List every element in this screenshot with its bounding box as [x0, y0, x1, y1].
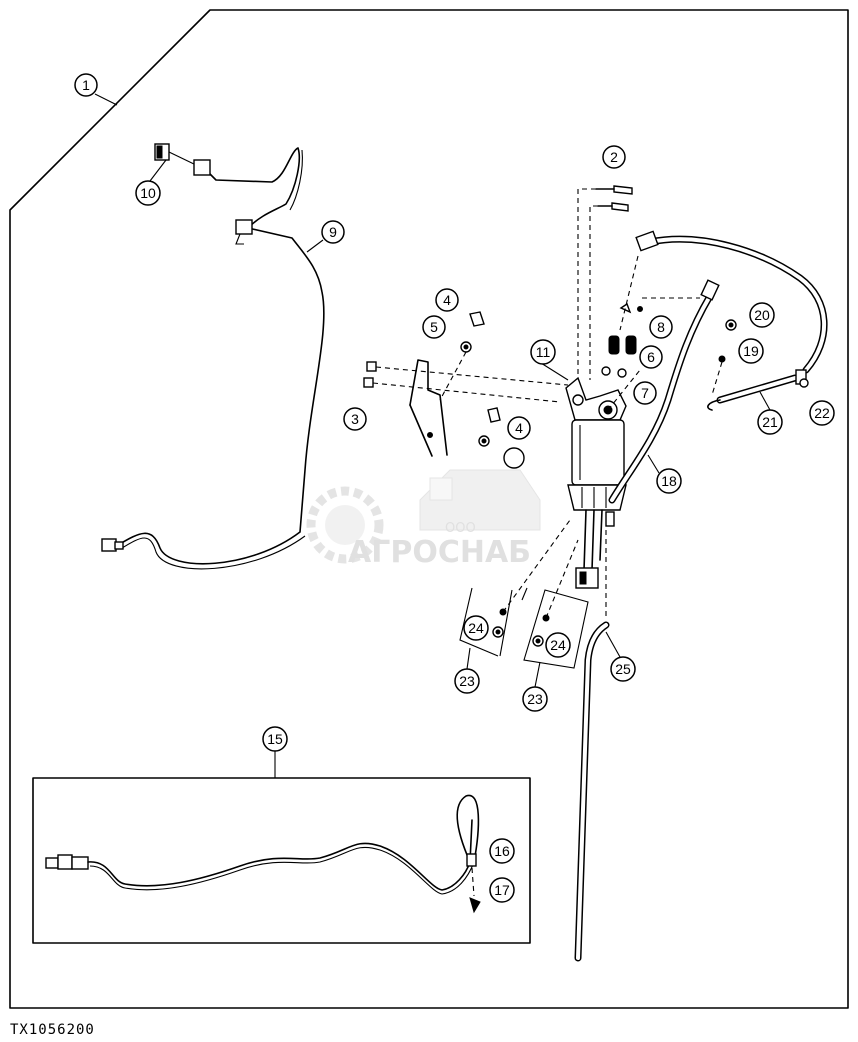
- callout-15: 15: [262, 726, 288, 752]
- callout-24-left: 24: [463, 615, 489, 641]
- svg-text:6: 6: [647, 349, 655, 365]
- svg-text:4: 4: [515, 420, 523, 436]
- svg-text:15: 15: [267, 731, 283, 747]
- svg-text:22: 22: [814, 405, 830, 421]
- svg-text:16: 16: [494, 843, 510, 859]
- connector-part-10: [154, 143, 211, 176]
- callout-10: 10: [135, 180, 161, 206]
- fuel-hose-part-18: [608, 279, 720, 504]
- springs-part-6: [608, 335, 637, 355]
- svg-text:24: 24: [468, 620, 484, 636]
- svg-text:1: 1: [82, 77, 90, 93]
- callout-1: 1: [74, 73, 98, 97]
- callout-23-left: 23: [454, 668, 480, 694]
- callout-11: 11: [530, 339, 556, 365]
- watermark-logo: ООО АГРОСНАБ: [306, 469, 541, 570]
- fittings-part-8: [619, 255, 700, 331]
- callout-21: 21: [757, 409, 783, 435]
- svg-text:23: 23: [527, 691, 543, 707]
- fuel-hose-part-21: [635, 230, 828, 411]
- watermark-line2: АГРОСНАБ: [348, 535, 531, 570]
- callout-3: 3: [343, 407, 367, 431]
- callout-4-lower: 4: [507, 416, 531, 440]
- svg-text:7: 7: [641, 385, 649, 401]
- svg-text:9: 9: [329, 224, 337, 240]
- svg-text:5: 5: [430, 319, 438, 335]
- callout-9: 9: [321, 220, 345, 244]
- svg-text:8: 8: [657, 319, 665, 335]
- svg-text:2: 2: [610, 149, 618, 165]
- svg-text:3: 3: [351, 411, 359, 427]
- wiring-harness-part-15: [45, 794, 481, 914]
- diagram-border: [9, 9, 849, 1009]
- svg-text:23: 23: [459, 673, 475, 689]
- bolts-part-2: [577, 185, 633, 395]
- svg-text:17: 17: [494, 882, 510, 898]
- callouts: 1 2 3 4 4 5 6 7 8 9 10 11 15 16 17 18 19…: [74, 73, 835, 903]
- mounting-bracket: [409, 359, 448, 457]
- nuts-part-3: [363, 361, 569, 403]
- svg-text:4: 4: [443, 292, 451, 308]
- figure-caption: TX1056200: [10, 1022, 95, 1038]
- tube-part-25: [574, 530, 610, 962]
- callout-8: 8: [649, 315, 673, 339]
- svg-text:20: 20: [754, 307, 770, 323]
- callout-4-upper: 4: [435, 288, 459, 312]
- callout-16: 16: [489, 838, 515, 864]
- watermark-line1: ООО: [445, 521, 476, 536]
- callout-24-right: 24: [545, 632, 571, 658]
- callout-17: 17: [489, 877, 515, 903]
- wiring-harness: [101, 147, 325, 570]
- fitting-part-4-lower: [478, 407, 525, 469]
- svg-text:24: 24: [550, 637, 566, 653]
- callout-2: 2: [602, 145, 626, 169]
- svg-text:18: 18: [661, 473, 677, 489]
- callout-5: 5: [422, 315, 446, 339]
- svg-text:10: 10: [140, 185, 156, 201]
- callout-6: 6: [639, 345, 663, 369]
- fuel-filter-assembly: [565, 369, 641, 589]
- callout-25: 25: [610, 656, 636, 682]
- plate-part-23-left: [459, 519, 571, 657]
- callout-18: 18: [656, 468, 682, 494]
- callout-19: 19: [738, 338, 764, 364]
- callout-7: 7: [633, 381, 657, 405]
- fittings-part-19-20: [711, 319, 737, 396]
- svg-text:19: 19: [743, 343, 759, 359]
- svg-text:21: 21: [762, 414, 778, 430]
- callout-20: 20: [749, 302, 775, 328]
- kit-box-15: [32, 777, 531, 944]
- svg-text:11: 11: [536, 344, 551, 360]
- callout-22: 22: [809, 400, 835, 426]
- washers-part-7: [601, 366, 627, 378]
- callout-23-right: 23: [522, 686, 548, 712]
- svg-text:25: 25: [615, 661, 631, 677]
- plate-part-23-right: [523, 539, 589, 669]
- fitting-part-4-upper: [439, 311, 485, 401]
